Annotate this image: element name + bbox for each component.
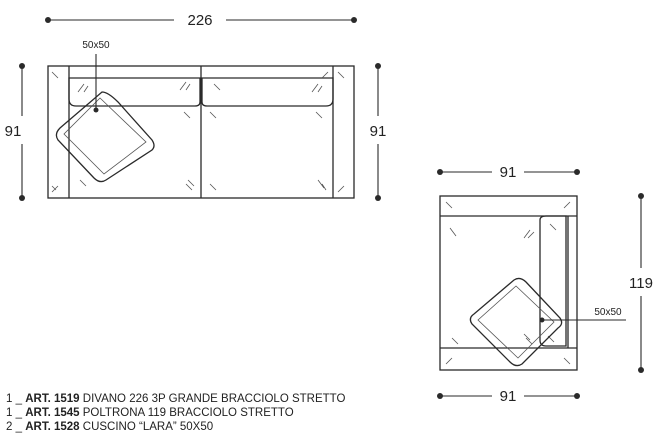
legend-art: ART. 1528: [25, 421, 80, 433]
armchair-depth-dimension: 119: [629, 193, 653, 373]
article-legend: 1 _ ART. 1519 DIVANO 226 3P GRANDE BRACC…: [6, 392, 426, 434]
legend-row: 2 _ ART. 1528 CUSCINO “LARA” 50X50: [6, 420, 426, 434]
sofa-depth-right-dimension: 91: [370, 63, 387, 201]
sofa-depth-right-label: 91: [370, 123, 387, 140]
legend-row: 1 _ ART. 1545 POLTRONA 119 BRACCIOLO STR…: [6, 406, 426, 420]
legend-desc: DIVANO 226 3P GRANDE BRACCIOLO STRETTO: [82, 393, 346, 405]
legend-qty: 2: [6, 421, 13, 433]
legend-desc: CUSCINO “LARA” 50X50: [82, 421, 214, 433]
armchair-depth-label: 119: [629, 275, 653, 292]
legend-art: ART. 1545: [25, 407, 80, 419]
sofa-width-dimension: 226: [45, 12, 357, 29]
sofa-cushion-label: 50x50: [82, 40, 110, 51]
armchair-width-bottom-dimension: 91: [437, 388, 580, 405]
sofa-cushion: 50x50: [55, 40, 155, 183]
armchair-width-bottom-label: 91: [500, 388, 517, 405]
legend-qty: 1: [6, 407, 13, 419]
armchair-cushion: 50x50: [469, 277, 626, 367]
legend-art: ART. 1519: [25, 393, 80, 405]
sofa-depth-left-label: 91: [5, 123, 22, 140]
legend-desc: POLTRONA 119 BRACCIOLO STRETTO: [82, 407, 294, 419]
sofa-width-label: 226: [187, 12, 212, 29]
legend-row: 1 _ ART. 1519 DIVANO 226 3P GRANDE BRACC…: [6, 392, 426, 406]
armchair-plan: [439, 195, 578, 371]
legend-sep: _: [15, 407, 23, 419]
legend-sep: _: [15, 421, 23, 433]
sofa-plan: [47, 65, 355, 199]
armchair-width-top-label: 91: [500, 164, 517, 181]
legend-qty: 1: [6, 393, 13, 405]
armchair-cushion-label: 50x50: [594, 307, 622, 318]
sofa-depth-left-dimension: 91: [5, 63, 25, 201]
armchair-width-top-dimension: 91: [437, 164, 580, 181]
legend-sep: _: [15, 393, 23, 405]
